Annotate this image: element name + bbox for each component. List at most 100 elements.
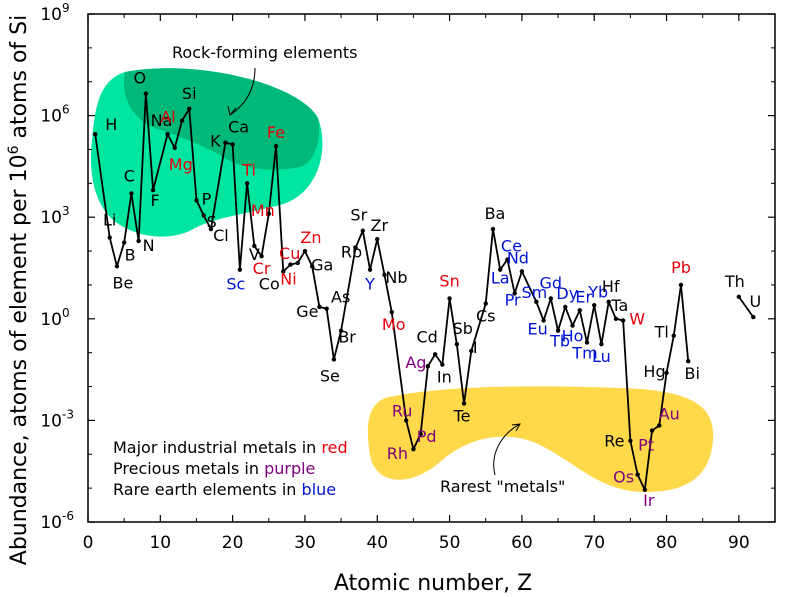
element-label: Th	[724, 272, 745, 291]
element-label: Hf	[602, 277, 620, 296]
element-label: Ni	[280, 270, 296, 289]
element-label: Mn	[251, 201, 275, 220]
element-label: Ir	[643, 491, 655, 510]
series-segment	[470, 303, 487, 352]
series-segment	[513, 271, 523, 294]
data-point	[469, 348, 474, 354]
data-point	[179, 118, 185, 123]
data-point	[201, 213, 206, 218]
data-point	[418, 431, 423, 437]
data-point	[244, 181, 250, 186]
y-tick-exponent: 6	[62, 103, 70, 117]
series-segment	[412, 433, 422, 450]
y-tick-label: 10	[40, 208, 62, 228]
element-label: Cr	[253, 259, 271, 278]
data-point	[628, 438, 633, 443]
data-point	[570, 323, 575, 328]
element-label: Ho	[562, 327, 584, 346]
element-label: Rb	[341, 243, 362, 262]
y-axis-title-post: atoms of Si	[7, 15, 32, 146]
element-label: Pt	[638, 436, 654, 455]
data-point	[751, 314, 756, 320]
series-segment	[463, 350, 473, 404]
data-point	[230, 142, 235, 147]
element-label: Ru	[392, 401, 413, 420]
data-point	[620, 318, 626, 323]
series-segment	[578, 310, 588, 343]
element-label: Eu	[527, 319, 547, 338]
data-point	[563, 304, 568, 310]
series-segment	[195, 199, 205, 216]
data-point	[114, 264, 120, 269]
series-segment	[188, 108, 198, 201]
data-point	[121, 240, 127, 245]
y-tick-label: 10	[40, 5, 62, 25]
series-segment	[296, 250, 306, 264]
data-point	[649, 428, 655, 433]
data-point	[498, 267, 503, 272]
rarest-metals-annotation: Rarest "metals"	[440, 477, 565, 496]
series-segment	[441, 298, 451, 365]
element-label: W	[629, 309, 645, 328]
x-tick-label: 80	[656, 533, 678, 553]
abundance-series	[93, 91, 756, 493]
x-tick-label: 70	[583, 533, 605, 553]
rock-forming-arrowhead	[227, 105, 237, 117]
data-point	[273, 143, 279, 149]
series-segment	[390, 311, 408, 421]
y-tick-base: 10	[40, 208, 62, 228]
series-segment	[521, 271, 538, 303]
data-point	[324, 306, 329, 311]
legend-entry-color-word: purple	[264, 459, 315, 478]
series-segment	[94, 134, 111, 238]
series-segment	[152, 134, 169, 191]
element-label: Te	[453, 406, 471, 425]
data-point	[490, 226, 496, 232]
series-segment	[246, 183, 256, 247]
data-point	[440, 362, 445, 367]
data-point	[288, 262, 293, 267]
element-label: Zr	[370, 216, 388, 235]
data-point	[577, 308, 582, 313]
element-label: Br	[338, 328, 356, 347]
data-point	[187, 106, 192, 112]
element-label: P	[202, 189, 212, 208]
legend-entry-color-word: blue	[302, 480, 337, 499]
element-label: Cs	[476, 307, 496, 326]
y-tick-exponent: 3	[62, 204, 70, 218]
data-point	[338, 328, 344, 333]
series-segment	[144, 93, 154, 191]
data-point	[165, 132, 170, 137]
y-tick-label: 10	[40, 107, 62, 127]
plot-frame	[87, 13, 776, 523]
legend-entry-text: Rare earth elements in	[113, 480, 302, 499]
series-segment	[636, 474, 646, 491]
element-label: F	[150, 191, 159, 210]
series-segment	[586, 305, 596, 343]
data-point	[107, 235, 112, 240]
data-point	[664, 370, 669, 376]
data-point	[599, 342, 604, 347]
element-label: B	[125, 246, 136, 265]
y-tick-base: 10	[40, 310, 62, 330]
series-segment	[571, 309, 581, 326]
series-segment	[629, 440, 639, 475]
y-tick-base: 10	[40, 5, 62, 25]
series-segment	[210, 142, 227, 230]
data-point	[461, 401, 467, 406]
element-label: La	[491, 269, 510, 288]
data-point	[519, 269, 525, 274]
data-point	[309, 264, 315, 269]
y-tick-label: 10	[40, 513, 62, 533]
element-label: V	[249, 245, 260, 264]
element-label: Mo	[382, 315, 406, 334]
element-label: Pr	[505, 290, 521, 309]
y-tick-exponent: -6	[62, 509, 74, 523]
series-segment	[383, 274, 393, 313]
data-point	[150, 187, 156, 193]
data-point	[403, 418, 409, 423]
y-tick-label: 10	[40, 310, 62, 330]
element-label: Cl	[213, 226, 229, 245]
series-segment	[238, 183, 248, 270]
element-label: Co	[259, 274, 280, 293]
